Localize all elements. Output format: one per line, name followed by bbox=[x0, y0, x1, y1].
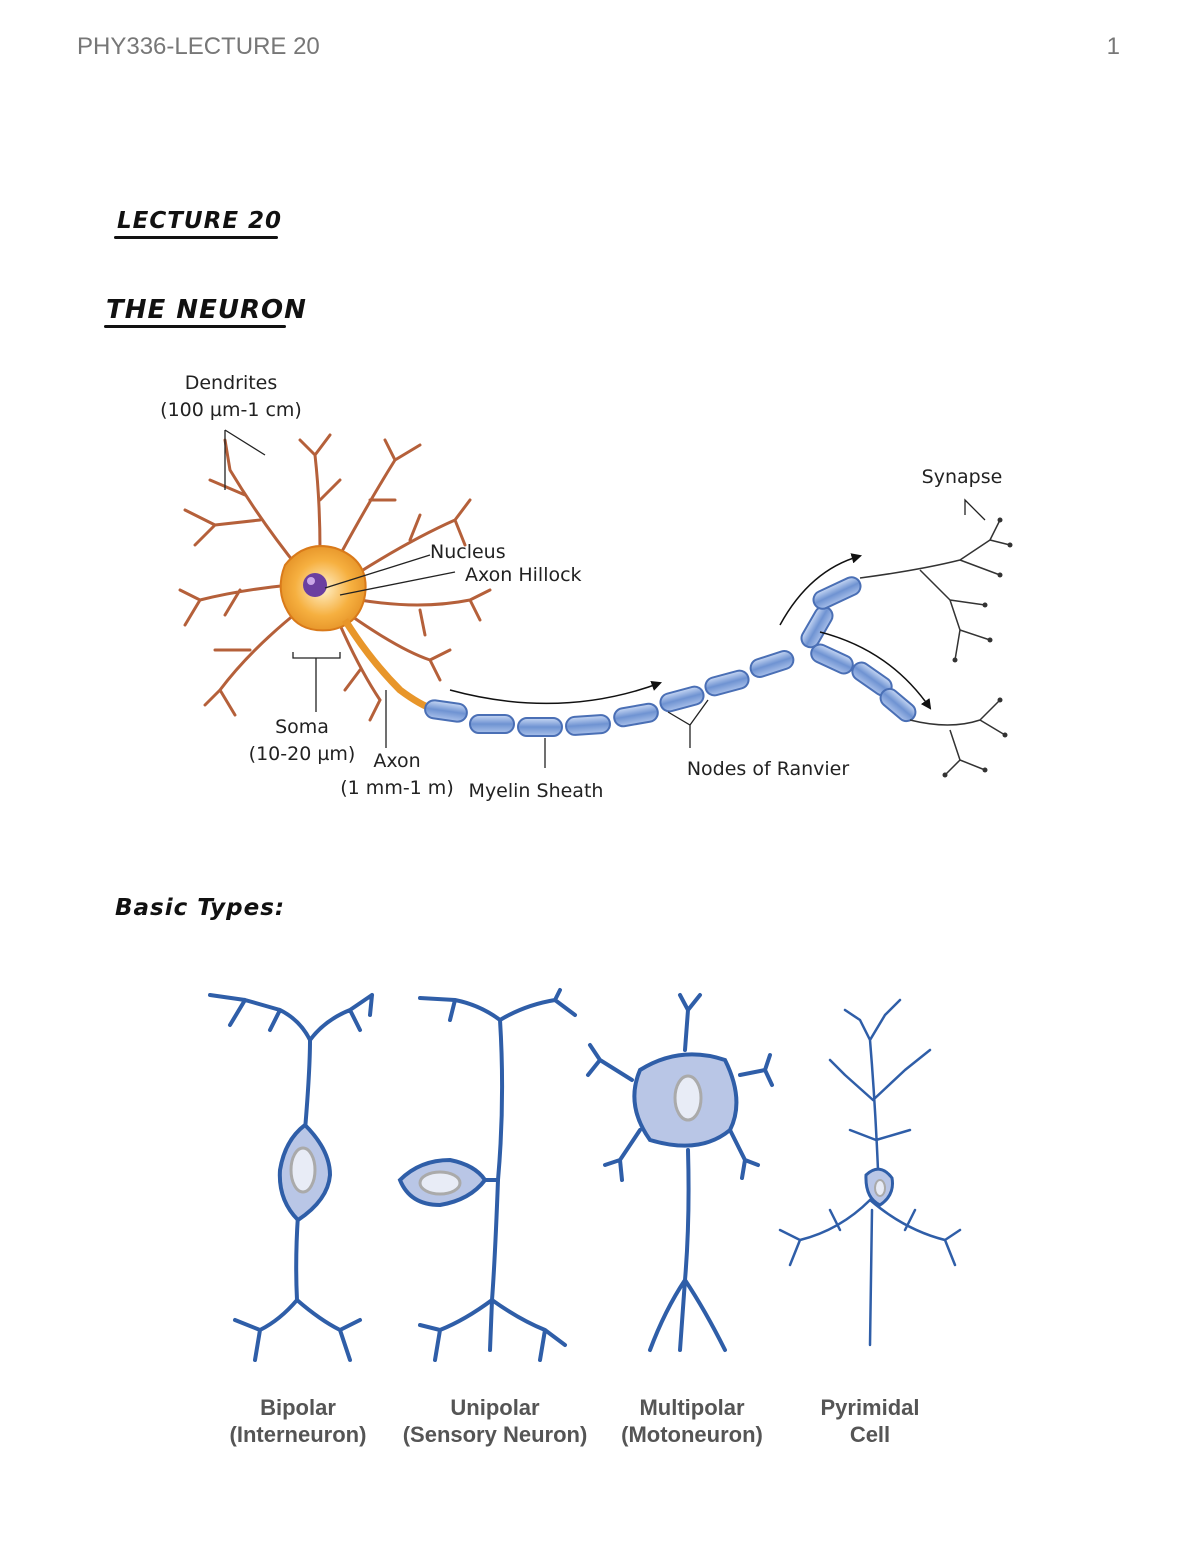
label-axon-hillock: Axon Hillock bbox=[465, 564, 582, 586]
signal-arrow-upper bbox=[779, 553, 863, 626]
label-myelin-sheath: Myelin Sheath bbox=[469, 780, 604, 802]
label-soma-size: (10-20 µm) bbox=[249, 743, 356, 765]
signal-arrow-lower bbox=[819, 631, 932, 710]
type-sub-bipolar: (Interneuron) bbox=[230, 1422, 367, 1447]
label-leader-lines bbox=[224, 429, 986, 768]
section-heading-underline bbox=[104, 325, 286, 328]
type-name-pyramidal: Pyrimidal bbox=[820, 1395, 919, 1420]
axon-hillock bbox=[342, 618, 437, 714]
multipolar-neuron bbox=[586, 993, 774, 1352]
section-heading: THE NEURON bbox=[106, 295, 307, 325]
unipolar-neuron bbox=[418, 988, 577, 1362]
type-sub-unipolar: (Sensory Neuron) bbox=[403, 1422, 588, 1447]
signal-arrow-main bbox=[449, 680, 662, 705]
myelin-sheath-segments bbox=[424, 576, 917, 737]
type-sub-pyramidal: Cell bbox=[850, 1422, 890, 1447]
lecture-heading-underline bbox=[114, 236, 278, 239]
page-header-title: PHY336-LECTURE 20 bbox=[77, 33, 320, 60]
type-sub-multipolar: (Motoneuron) bbox=[621, 1422, 763, 1447]
type-name-unipolar: Unipolar bbox=[450, 1395, 540, 1420]
type-name-multipolar: Multipolar bbox=[639, 1395, 745, 1420]
label-nodes-of-ranvier: Nodes of Ranvier bbox=[687, 758, 850, 780]
label-axon: Axon bbox=[373, 750, 420, 772]
label-synapse: Synapse bbox=[922, 466, 1003, 488]
label-dendrites-size: (100 µm-1 cm) bbox=[160, 399, 302, 421]
label-soma: Soma bbox=[275, 716, 329, 738]
pyramidal-neuron bbox=[778, 998, 962, 1347]
label-dendrites: Dendrites bbox=[185, 372, 278, 394]
nucleus bbox=[303, 573, 327, 597]
axon-terminals bbox=[859, 519, 1011, 776]
label-nucleus: Nucleus bbox=[430, 541, 506, 563]
bipolar-neuron bbox=[208, 993, 374, 1362]
type-name-bipolar: Bipolar bbox=[260, 1395, 336, 1420]
label-axon-size: (1 mm-1 m) bbox=[340, 777, 453, 799]
page-number: 1 bbox=[1106, 33, 1120, 60]
dendrite-branches bbox=[178, 433, 492, 722]
types-heading: Basic Types: bbox=[115, 895, 286, 921]
lecture-heading: LECTURE 20 bbox=[117, 208, 283, 234]
